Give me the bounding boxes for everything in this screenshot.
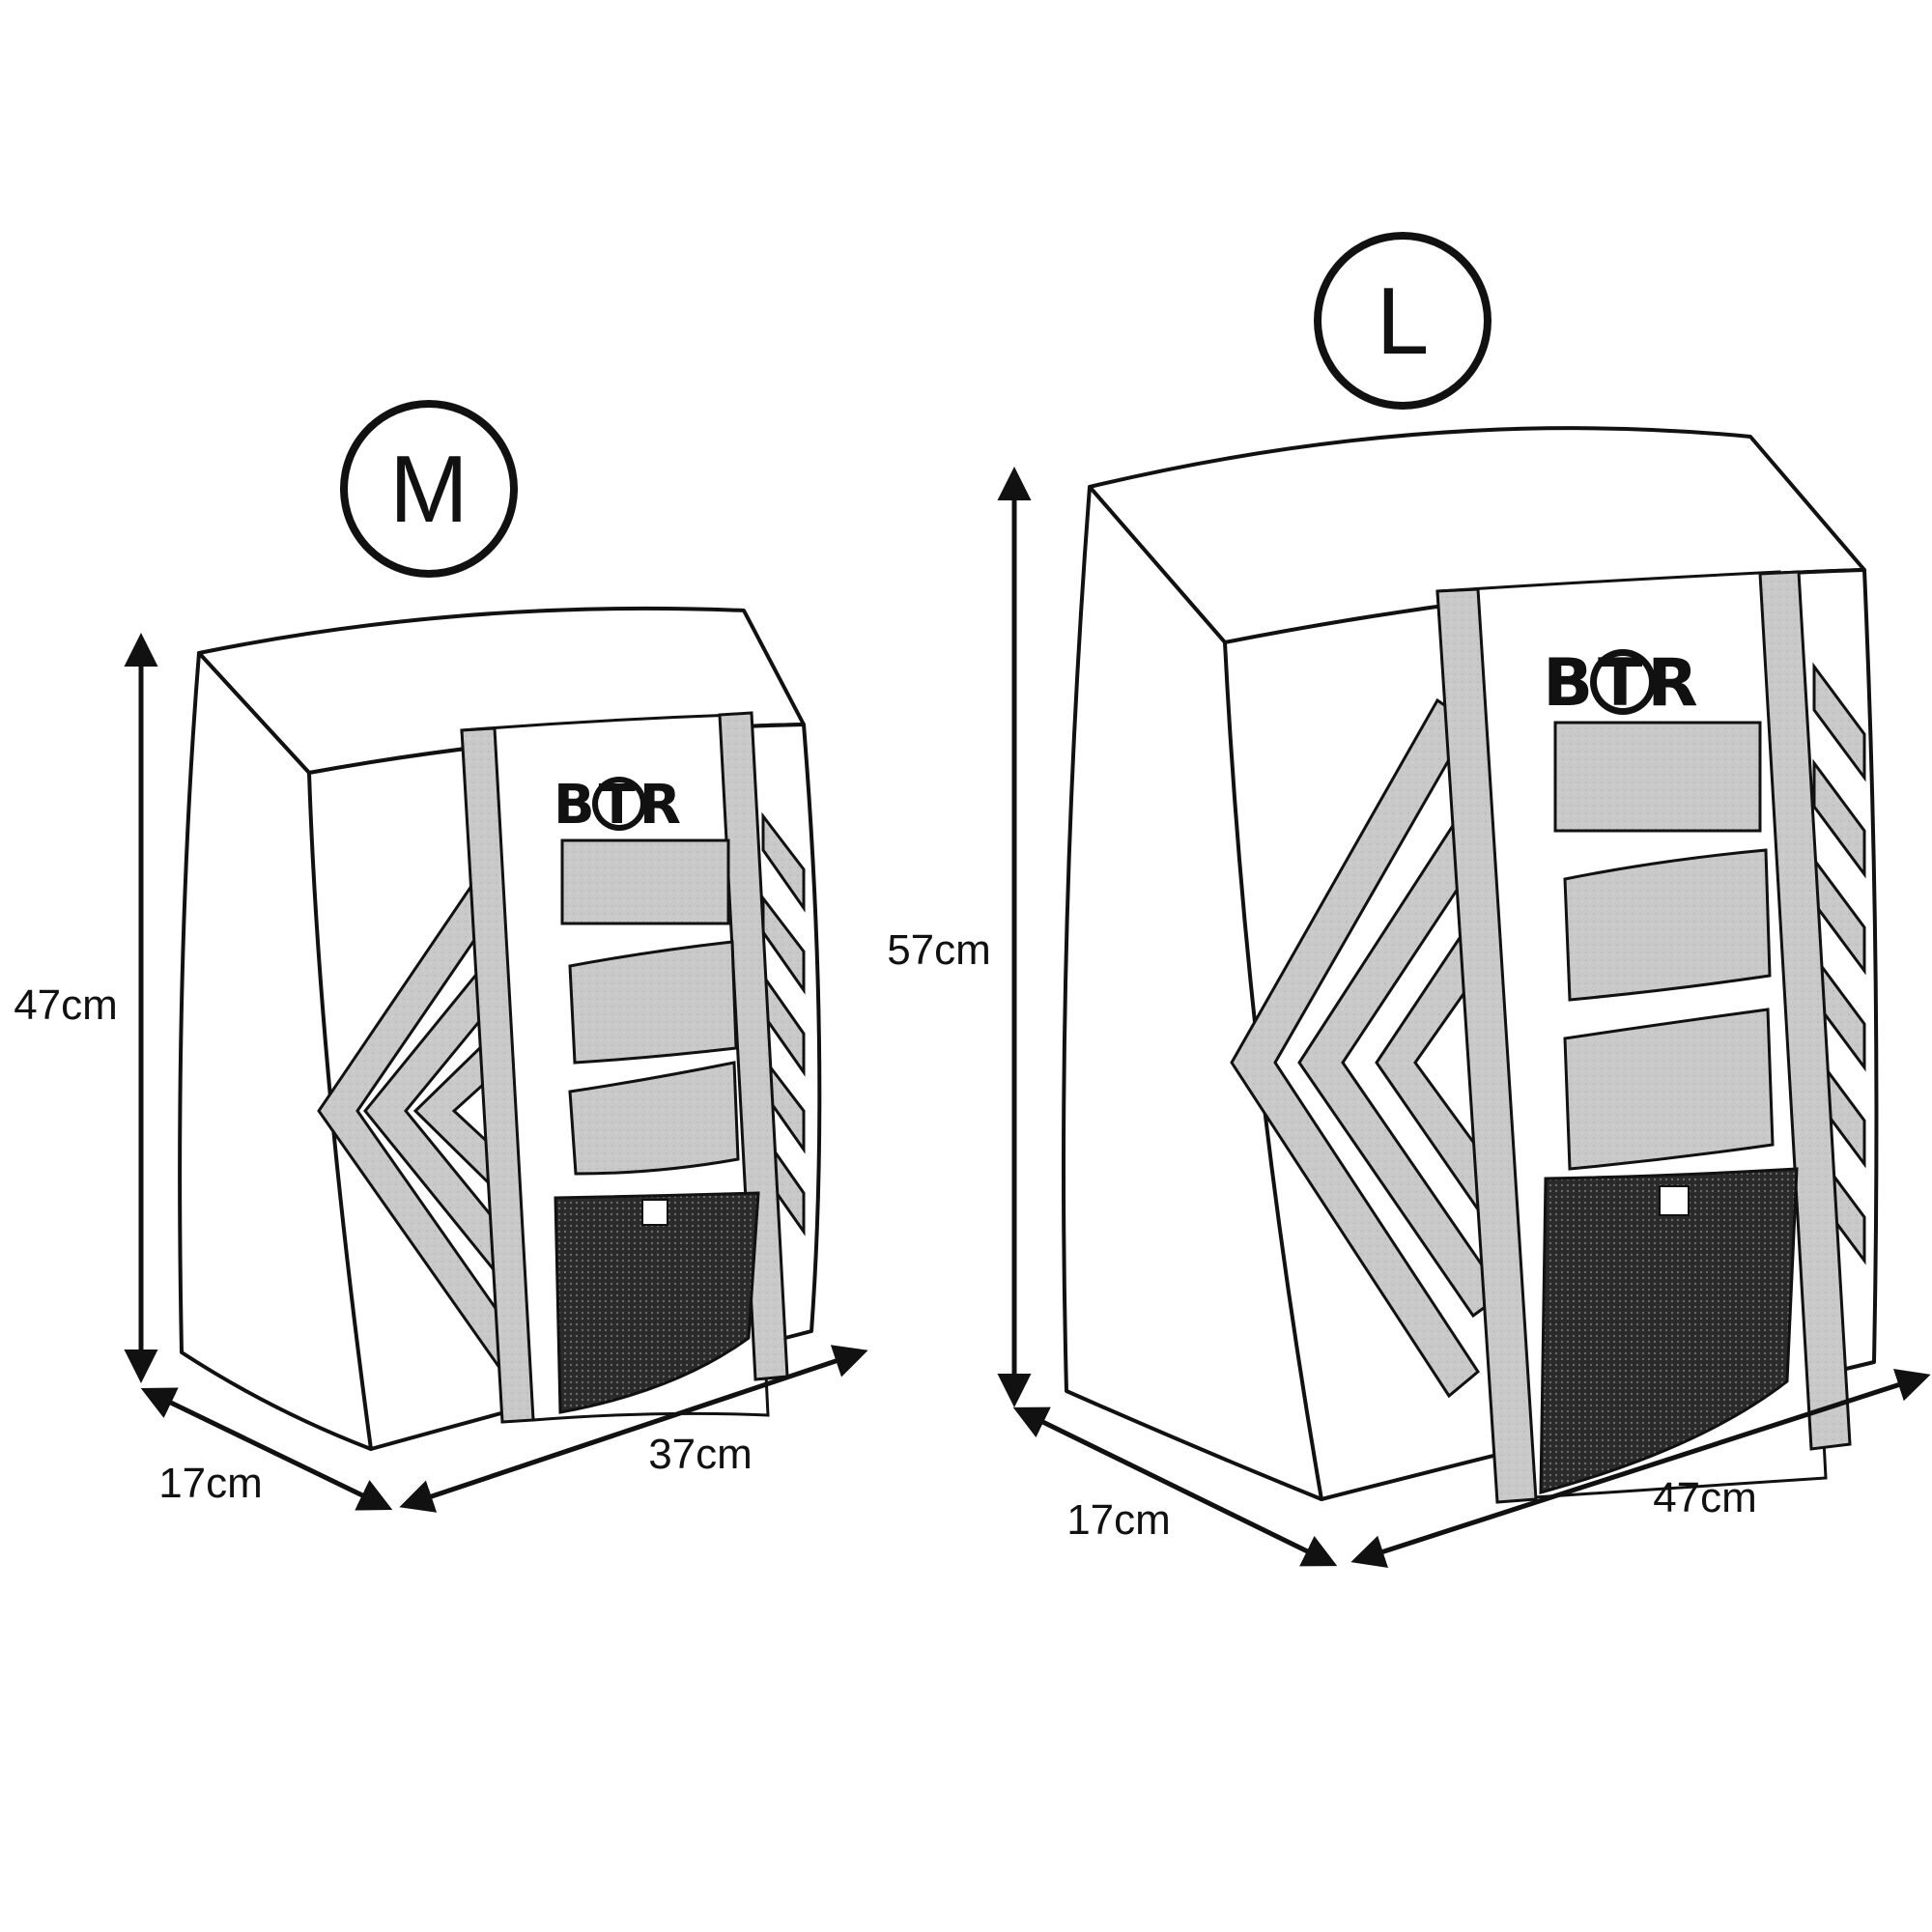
depth-arrow-l <box>1012 1406 1338 1567</box>
depth-arrow-m <box>140 1387 393 1511</box>
reflective-panels-m <box>560 838 740 1176</box>
size-badge-m: M <box>340 400 518 578</box>
dimension-lines-l <box>997 467 1931 1569</box>
reflective-straps-l <box>1435 570 1852 1504</box>
size-label-l: L <box>1377 268 1430 374</box>
mesh-tab-l <box>1659 1185 1690 1216</box>
reflective-panels-l <box>1553 721 1775 1171</box>
logo-text-l: BTR <box>1543 645 1703 722</box>
backpack-cover-l: L BTR <box>887 232 1931 1569</box>
depth-label-l: 17cm <box>1066 1496 1171 1544</box>
width-label-m: 37cm <box>648 1431 753 1478</box>
depth-label-m: 17cm <box>158 1460 263 1507</box>
height-label-l: 57cm <box>887 926 991 974</box>
size-label-m: M <box>389 436 469 542</box>
mesh-tab-m <box>641 1199 668 1226</box>
backpack-cover-m: M <box>14 400 868 1513</box>
width-label-l: 47cm <box>1653 1474 1757 1521</box>
size-badge-l: L <box>1314 232 1492 410</box>
reflective-straps-m <box>460 711 789 1424</box>
width-arrow-l <box>1350 1368 1931 1569</box>
dimension-lines-m <box>124 633 868 1513</box>
height-label-m: 47cm <box>14 981 118 1029</box>
brand-logo-l: BTR <box>1543 645 1703 722</box>
logo-text-m: BTR <box>554 774 685 837</box>
width-arrow-m <box>399 1345 868 1513</box>
brand-logo-m: BTR <box>554 774 685 837</box>
